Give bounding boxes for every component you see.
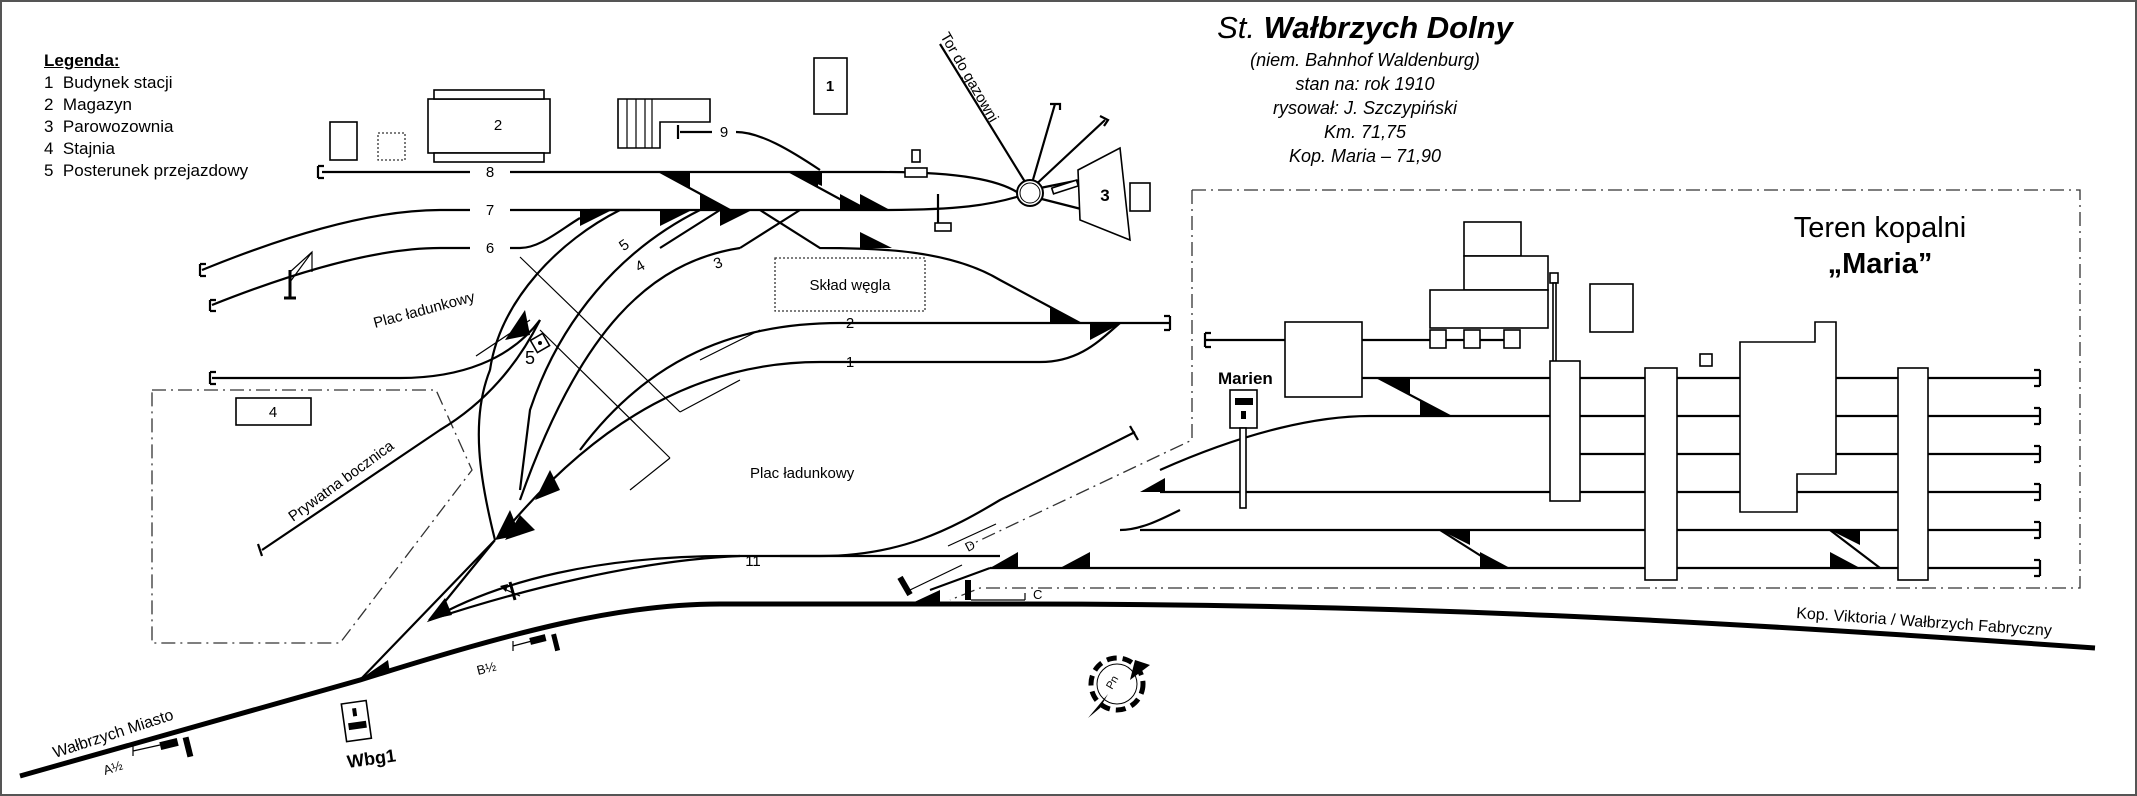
track-label-4: 4 [632,257,648,276]
main-line [19,601,2096,779]
compass-icon [1088,655,1150,718]
signal-c-icon [965,580,1026,601]
signal-a-label: A½ [101,758,124,778]
building-label-2: 2 [494,117,502,134]
private-siding [261,319,541,551]
track-7 [201,194,1021,272]
coal-yard [774,257,926,312]
building-small-left [329,121,358,161]
track-label-5: 5 [616,236,633,255]
mine-track-e [1119,509,2040,532]
mine-track-f [929,566,2040,592]
buffer-stops [1203,331,2042,578]
wbg1-label: Wbg1 [346,745,397,772]
mine-kilometer: Kop. Maria – 71,90 [1288,146,1442,166]
turntable [939,43,1110,212]
direction-west-label: Wałbrzych Miasto [51,707,176,762]
station-building [813,57,848,115]
state-date: stan na: rok 1910 [1295,74,1435,94]
engine-shed [1077,146,1151,242]
building-label-4: 4 [269,404,277,421]
building-dotted [377,132,406,161]
track-label-2: 2 [846,315,854,332]
signal-c-label: C [1033,587,1042,602]
track-3 [518,209,1081,501]
signal-box-wbg1-icon [340,699,373,743]
legend-item: 5 Posterunek przejazdowy [44,161,249,180]
track-label-7: 7 [486,202,494,219]
track-8 [322,170,1021,195]
title-block: St. Wałbrzych Dolny (niem. Bahnhof Walde… [1160,8,1570,168]
legend-item: 3 Parowozownia [44,117,174,136]
loading-yard-label-2: Plac ładunkowy [750,465,855,482]
track-1 [509,322,1121,526]
mine-buildings [1284,221,1929,581]
station-title: St. Wałbrzych Dolny [1217,10,1513,45]
track-label-9: 9 [720,124,728,141]
legend-title: Legenda: [44,51,120,70]
water-crane [904,167,928,178]
signal-d-icon [897,564,963,597]
building-label-1: 1 [826,78,834,95]
building-label-5: 5 [525,348,535,368]
coal-yard-label: Skład węgla [810,277,892,294]
throat [359,539,1000,681]
signal-d-label: D [962,537,977,555]
track-4 [518,209,701,491]
legend-item: 1 Budynek stacji [44,73,173,92]
gas-track-label: Tor do gazowni [937,30,1002,126]
legend-item: 4 Stajnia [44,139,115,158]
track-label-6: 6 [486,240,494,257]
warehouse [427,89,551,163]
track-label-3: 3 [711,254,725,273]
track-label-8: 8 [486,164,494,181]
mine-area-title: Teren kopalni „Maria” [1793,212,1967,280]
track-11 [429,431,1136,621]
track-label-11: 11 [745,553,761,570]
loading-yard-label-1: Plac ładunkowy [372,288,478,332]
platform-building [617,98,711,149]
signal-box-marien-icon [1229,389,1258,509]
switch-frogs [362,172,1860,678]
author: rysował: J. Szczypiński [1272,98,1458,118]
building-label-3: 3 [1100,186,1109,205]
track-label-1: 1 [846,354,854,371]
signal-a-icon [132,736,194,758]
kilometer: Km. 71,75 [1323,122,1407,142]
signal-b-icon [512,633,561,652]
stable-building [235,397,312,426]
private-siding-label: Prywatna bocznica [285,437,397,525]
road-crossing [475,256,741,491]
compass-label: Pn [1104,674,1121,692]
stable-area-boundary [151,389,473,644]
derail-icon [508,581,517,601]
german-name: (niem. Bahnhof Waldenburg) [1250,50,1480,70]
loading-crane-icon [284,250,313,300]
legend-item: 2 Magazyn [44,95,132,114]
signal-b-label: B½ [475,659,498,678]
track-9 [680,130,821,171]
marien-label: Marien [1218,369,1273,388]
track-2 [579,321,1170,451]
track-6 [211,217,581,307]
legend: Legenda: 1 Budynek stacji 2 Magazyn 3 Pa… [44,50,248,182]
